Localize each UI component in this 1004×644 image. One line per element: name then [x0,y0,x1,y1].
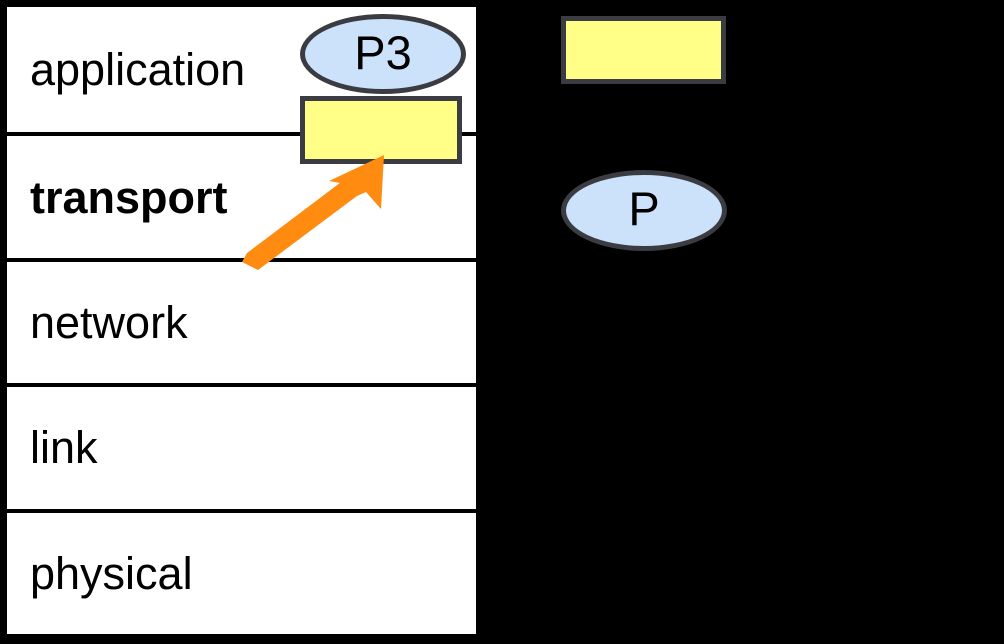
legend-process-label: P [628,182,660,235]
layer-label-application: application [30,44,246,96]
process-ellipse-p3-label: P3 [354,25,412,79]
layer-row-link[interactable]: link [7,383,476,508]
layer-label-physical: physical [30,547,193,599]
legend-segment-swatch [561,16,726,84]
layer-row-physical[interactable]: physical [7,508,476,634]
layer-row-network[interactable]: network [7,257,476,383]
layer-row-transport[interactable]: transport [7,132,476,257]
layer-label-link: link [30,422,98,474]
orange-arrow-icon [242,155,384,270]
legend-process-swatch: P [561,170,727,251]
process-ellipse-p3[interactable]: P3 [300,14,466,94]
layer-label-network: network [30,296,188,348]
layer-label-transport: transport [30,171,228,223]
layer-row-application[interactable]: application [7,7,476,132]
